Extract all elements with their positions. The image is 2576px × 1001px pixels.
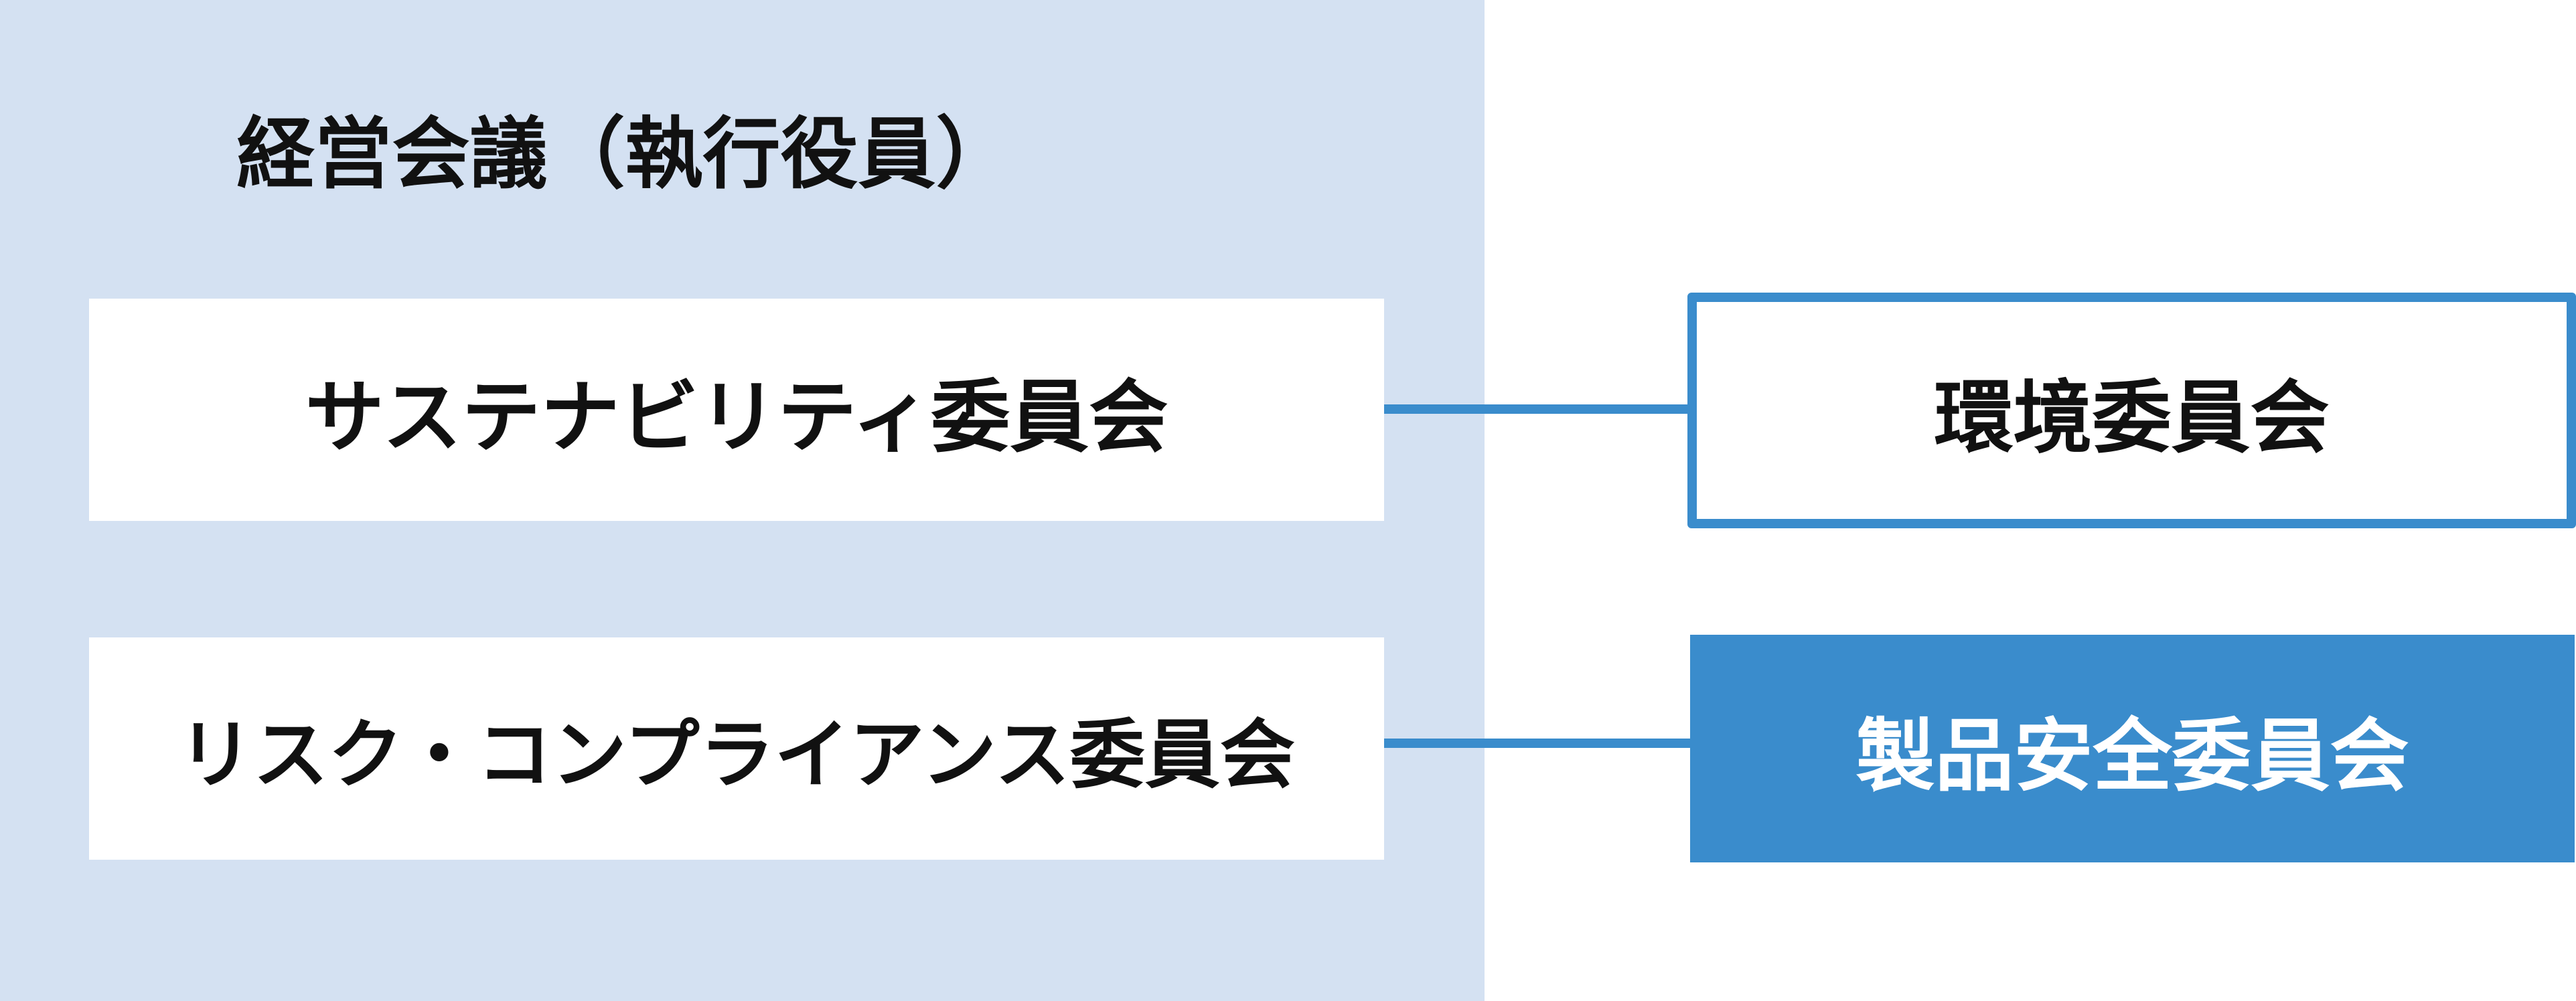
sustainability-to-environment-connector xyxy=(1384,404,1689,414)
panel-title: 経営会議（執行役員） xyxy=(236,109,1014,200)
management-meeting-panel: 経営会議（執行役員） サステナビリティ委員会 リスク・コンプライアンス委員会 xyxy=(0,0,1485,1001)
environment-committee-box: 環境委員会 xyxy=(1687,293,2576,528)
risk-compliance-committee-box: リスク・コンプライアンス委員会 xyxy=(89,637,1384,860)
sustainability-committee-box: サステナビリティ委員会 xyxy=(89,299,1384,521)
compliance-to-product-safety-connector xyxy=(1384,739,1691,748)
product-safety-committee-box: 製品安全委員会 xyxy=(1690,635,2575,862)
